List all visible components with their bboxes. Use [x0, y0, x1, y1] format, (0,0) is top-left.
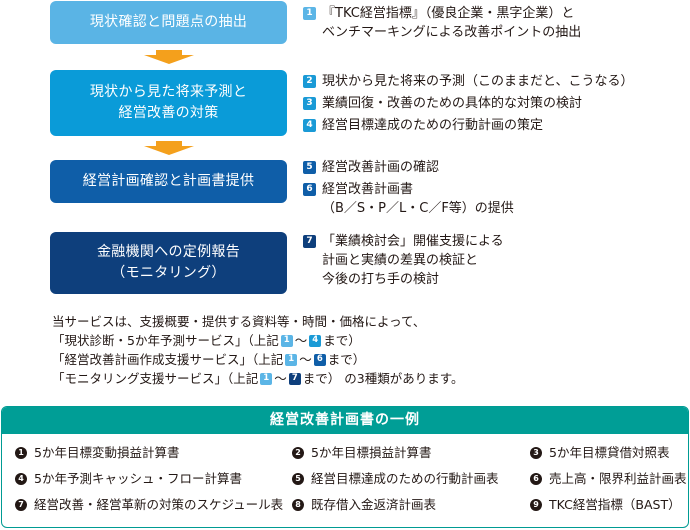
- detail-text: 『TKC経営指標』（優良企業・黒字企業）と: [322, 6, 575, 21]
- detail-item-5: 5 経営改善計画の確認: [303, 158, 439, 177]
- panel-title: 経営改善計画書の一例: [2, 407, 688, 434]
- example-item: 6 売上高・限界利益計画表: [530, 471, 688, 487]
- detail-text: 業績回復・改善のための具体的な対策の検討: [322, 96, 583, 111]
- circled-number-icon: 7: [15, 499, 27, 511]
- detail-text: 今後の打ち手の検討: [322, 272, 440, 287]
- plan-examples-panel: 経営改善計画書の一例 1 5か年目標変動損益計算書 2 5か年目標損益計算書 3 5か…: [1, 406, 689, 528]
- number-badge: 7: [288, 372, 301, 385]
- example-label: 売上高・限界利益計画表: [549, 471, 687, 486]
- example-label: 経営改善・経営革新の対策のスケジュール表: [34, 497, 284, 512]
- circled-number-icon: 2: [292, 447, 304, 459]
- detail-text: 現状から見た将来の予測（このままだと、こうなる）: [322, 74, 634, 89]
- number-badge: 1: [285, 353, 298, 366]
- example-item: 1 5か年目標変動損益計算書: [15, 445, 292, 461]
- circled-number-icon: 5: [292, 473, 304, 485]
- detail-text: 経営改善計画書: [322, 182, 414, 197]
- detail-text: 「業績検討会」開催支援による: [322, 234, 504, 249]
- detail-item-2: 2 現状から見た将来の予測（このままだと、こうなる）: [303, 72, 633, 91]
- note-intro: 当サービスは、支援概要・提供する資料等・時間・価格によって、: [52, 314, 426, 329]
- step-label: 金融機関への定例報告: [97, 244, 240, 260]
- example-item: 8 既存借入金返済計画表: [292, 497, 530, 513]
- detail-text: 計画と実績の差異の検証と: [322, 253, 479, 268]
- down-arrow-icon: [144, 50, 194, 64]
- tilde: ～: [294, 333, 308, 348]
- number-badge: 3: [303, 97, 316, 110]
- number-badge: 2: [303, 75, 316, 88]
- number-badge: 4: [303, 119, 316, 132]
- example-item: 4 5か年予測キャッシュ・フロー計算書: [15, 471, 292, 487]
- step-label: 経営計画確認と計画書提供: [82, 173, 255, 189]
- number-badge: 1: [303, 7, 316, 20]
- service-suffix: まで） の3種類があります。: [302, 371, 464, 386]
- service-name: 「モニタリング支援サービス」（上記: [52, 371, 259, 386]
- example-label: 5か年目標損益計算書: [311, 445, 432, 460]
- service-line-2: 「経営改善計画作成支援サービス」（上記 1 ～ 6 まで）: [52, 350, 463, 369]
- tilde: ～: [274, 371, 287, 386]
- service-line-3: 「モニタリング支援サービス」（上記 1 ～ 7 まで） の3種類があります。: [52, 369, 463, 388]
- example-item: 9 TKC経営指標（BAST）: [530, 497, 688, 513]
- circled-number-icon: 6: [530, 473, 542, 485]
- circled-number-icon: 1: [15, 447, 27, 459]
- down-arrow-icon: [144, 141, 194, 155]
- example-label: TKC経営指標（BAST）: [549, 497, 681, 512]
- step-forecast-and-measures: 現状から見た将来予測と 経営改善の対策: [50, 70, 287, 136]
- detail-text: （B／S・P／L・C／F等）の提供: [322, 201, 514, 216]
- service-suffix: まで）: [327, 352, 366, 367]
- detail-text: 経営目標達成のための行動計画の策定: [322, 118, 544, 133]
- circled-number-icon: 8: [292, 499, 304, 511]
- example-item: 7 経営改善・経営革新の対策のスケジュール表: [15, 497, 292, 513]
- number-badge: 6: [303, 183, 316, 196]
- example-item: 3 5か年目標貸借対照表: [530, 445, 688, 461]
- service-note: 当サービスは、支援概要・提供する資料等・時間・価格によって、 「現状診断・5か年…: [52, 312, 463, 388]
- service-name: 「経営改善計画作成支援サービス」（上記: [52, 352, 284, 367]
- detail-item-7: 7 「業績検討会」開催支援による 計画と実績の差異の検証と 今後の打ち手の検討: [303, 232, 504, 289]
- detail-item-4: 4 経営目標達成のための行動計画の策定: [303, 116, 543, 135]
- example-item: 5 経営目標達成のための行動計画表: [292, 471, 530, 487]
- step-current-analysis: 現状確認と問題点の抽出: [50, 1, 287, 44]
- circled-number-icon: 3: [530, 447, 542, 459]
- step-label: （モニタリング）: [111, 265, 226, 281]
- service-line-1: 「現状診断・5か年予測サービス」（上記 1 ～ 4 まで）: [52, 331, 463, 350]
- step-monitoring-report: 金融機関への定例報告 （モニタリング）: [50, 232, 287, 294]
- number-badge: 1: [260, 372, 273, 385]
- example-label: 5か年目標貸借対照表: [549, 445, 670, 460]
- number-badge: 7: [303, 235, 316, 248]
- number-badge: 4: [309, 334, 322, 347]
- detail-item-6: 6 経営改善計画書 （B／S・P／L・C／F等）の提供: [303, 180, 514, 218]
- tilde: ～: [299, 352, 312, 367]
- example-item: 2 5か年目標損益計算書: [292, 445, 530, 461]
- circled-number-icon: 4: [15, 473, 27, 485]
- detail-text: 経営改善計画の確認: [322, 160, 440, 175]
- step-label: 経営改善の対策: [118, 105, 219, 121]
- service-suffix: まで）: [323, 333, 361, 348]
- step-label: 現状確認と問題点の抽出: [89, 14, 248, 30]
- circled-number-icon: 9: [530, 499, 542, 511]
- detail-text: ベンチマーキングによる改善ポイントの抽出: [322, 25, 582, 40]
- service-name: 「現状診断・5か年予測サービス」（上記: [52, 333, 279, 348]
- number-badge: 1: [280, 334, 293, 347]
- step-label: 現状から見た将来予測と: [89, 84, 248, 100]
- detail-item-3: 3 業績回復・改善のための具体的な対策の検討: [303, 94, 582, 113]
- example-label: 5か年目標変動損益計算書: [34, 445, 180, 460]
- number-badge: 5: [303, 161, 316, 174]
- example-label: 5か年予測キャッシュ・フロー計算書: [34, 471, 242, 486]
- detail-item-1: 1 『TKC経営指標』（優良企業・黒字企業）と ベンチマーキングによる改善ポイント…: [303, 4, 581, 42]
- example-label: 経営目標達成のための行動計画表: [311, 471, 499, 486]
- step-plan-confirmation: 経営計画確認と計画書提供: [50, 160, 287, 203]
- example-label: 既存借入金返済計画表: [311, 497, 437, 512]
- number-badge: 6: [313, 353, 326, 366]
